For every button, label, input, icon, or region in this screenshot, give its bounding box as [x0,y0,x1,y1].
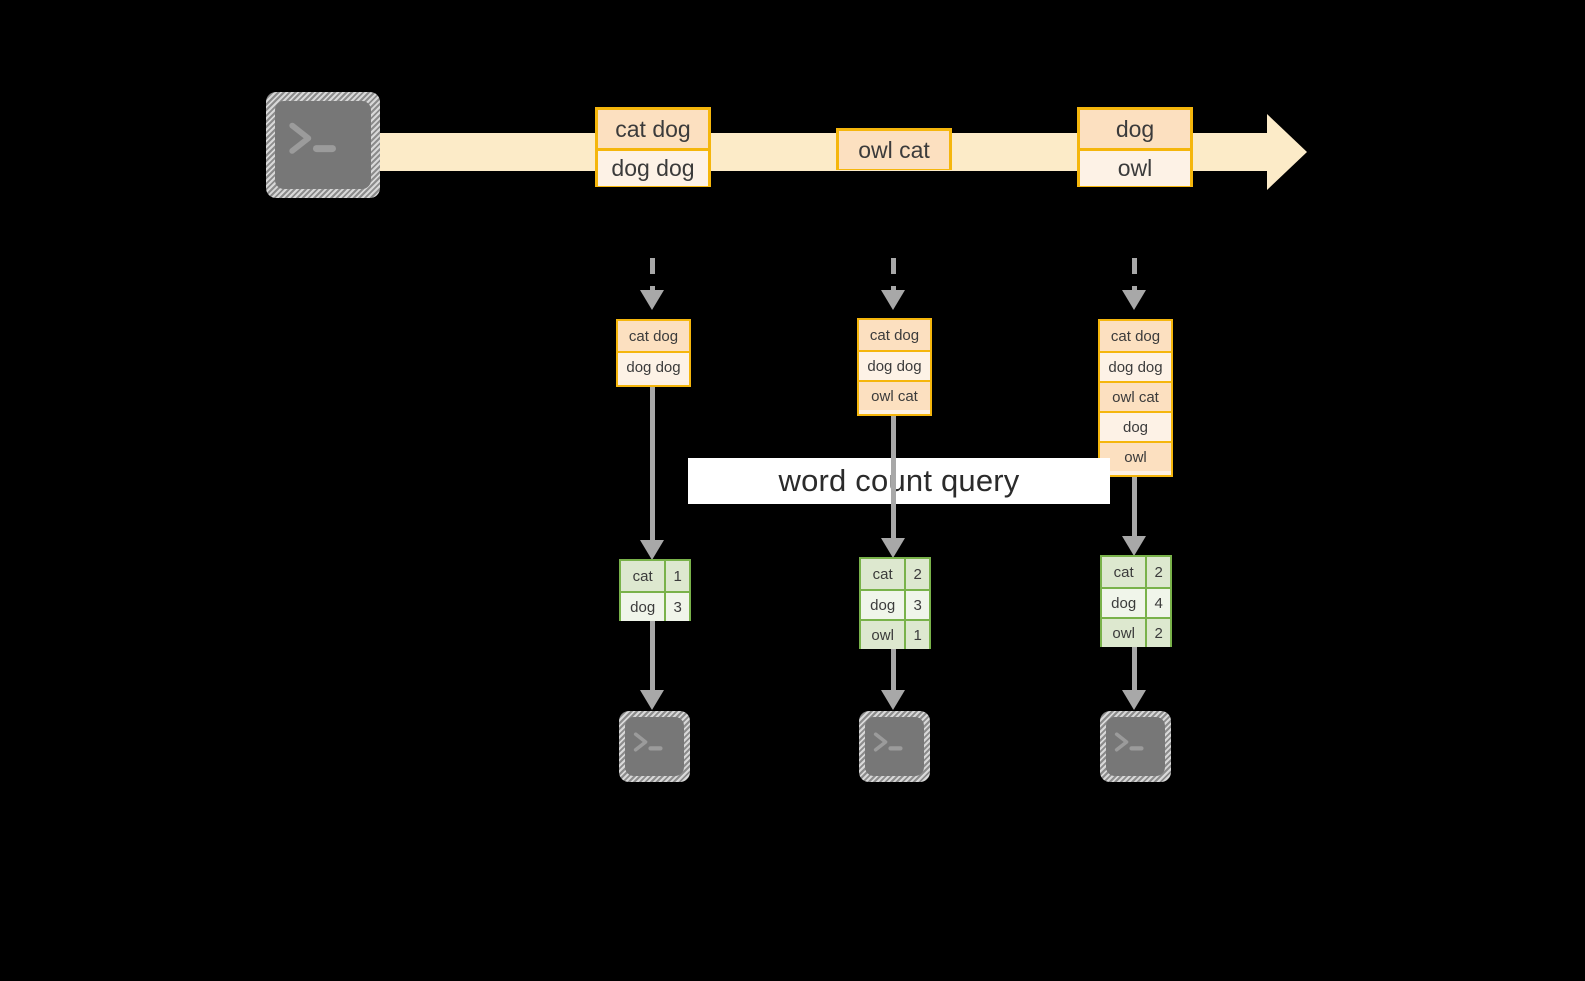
accumulated-line: cat dog [1100,321,1171,351]
accumulated-line: dog dog [618,351,689,381]
snapshot-tap-arrow-1 [891,258,896,294]
stream-event-0[interactable]: cat dog dog dog [595,107,711,187]
accumulated-events-0[interactable]: cat dog dog dog [616,319,691,387]
accumulated-line: owl cat [859,380,930,410]
snapshot-tap-arrowhead-1 [881,290,905,310]
result-word: owl [1102,619,1146,647]
query-arrow-1-overlay [891,458,896,504]
terminal-screen [625,717,684,776]
sink-terminal-icon-2[interactable] [1100,711,1171,782]
accumulated-line: cat dog [859,320,930,350]
result-count: 1 [904,621,929,649]
accumulated-line: dog [1100,411,1171,441]
result-word: owl [861,621,905,649]
result-row: cat 2 [1102,557,1170,587]
query-label-band: word count query [688,458,1110,504]
snapshot-tap-arrow-2 [1132,258,1137,294]
result-count: 3 [904,591,929,619]
accumulated-line: owl cat [1100,381,1171,411]
accumulated-line: cat dog [618,321,689,351]
result-word: cat [1102,557,1146,587]
accumulated-events-2[interactable]: cat dog dog dog owl cat dog owl [1098,319,1173,477]
sink-arrow-2 [1132,647,1137,695]
sink-terminal-icon-1[interactable] [859,711,930,782]
result-word: dog [1102,589,1146,617]
sink-arrowhead-2 [1122,690,1146,710]
stream-event-line: dog dog [598,148,708,186]
result-word: cat [621,561,665,591]
result-row: dog 3 [621,591,689,621]
result-count: 3 [664,593,689,621]
result-row: owl 1 [861,619,929,649]
result-table-0[interactable]: cat 1 dog 3 [619,559,691,621]
snapshot-tap-arrowhead-0 [640,290,664,310]
result-row: cat 2 [861,559,929,589]
result-count: 1 [664,561,689,591]
result-count: 2 [1145,557,1170,587]
accumulated-line: dog dog [859,350,930,380]
sink-arrowhead-0 [640,690,664,710]
sink-arrow-0 [650,621,655,695]
result-row: cat 1 [621,561,689,591]
terminal-screen [275,101,371,189]
stream-event-line: dog [1080,110,1190,148]
result-row: dog 4 [1102,587,1170,617]
stream-event-line: cat dog [598,110,708,148]
query-arrowhead-0 [640,540,664,560]
result-row: owl 2 [1102,617,1170,647]
accumulated-line: dog dog [1100,351,1171,381]
stream-arrowhead [1267,114,1307,190]
source-terminal-icon[interactable] [266,92,380,198]
stream-event-line: owl cat [839,131,949,169]
prompt-glyph [289,123,336,155]
result-count: 2 [1145,619,1170,647]
snapshot-tap-arrow-0 [650,258,655,294]
query-arrowhead-1 [881,538,905,558]
stream-event-line: owl [1080,148,1190,186]
accumulated-line: owl [1100,441,1171,471]
terminal-screen [1106,717,1165,776]
result-table-1[interactable]: cat 2 dog 3 owl 1 [859,557,931,649]
result-word: dog [861,591,905,619]
result-count: 2 [904,559,929,589]
query-arrow-2 [1132,477,1137,543]
result-word: dog [621,593,665,621]
prompt-glyph [1114,732,1144,752]
query-arrowhead-2 [1122,536,1146,556]
stream-event-1[interactable]: owl cat [836,128,952,170]
snapshot-tap-arrowhead-2 [1122,290,1146,310]
sink-arrowhead-1 [881,690,905,710]
query-label: word count query [778,463,1020,498]
stream-event-2[interactable]: dog owl [1077,107,1193,187]
result-word: cat [861,559,905,589]
result-table-2[interactable]: cat 2 dog 4 owl 2 [1100,555,1172,647]
terminal-screen [865,717,924,776]
result-row: dog 3 [861,589,929,619]
accumulated-events-1[interactable]: cat dog dog dog owl cat [857,318,932,416]
result-count: 4 [1145,589,1170,617]
prompt-glyph [633,732,663,752]
query-arrow-0-overlay [650,458,655,504]
sink-terminal-icon-0[interactable] [619,711,690,782]
sink-arrow-1 [891,649,896,695]
prompt-glyph [873,732,903,752]
